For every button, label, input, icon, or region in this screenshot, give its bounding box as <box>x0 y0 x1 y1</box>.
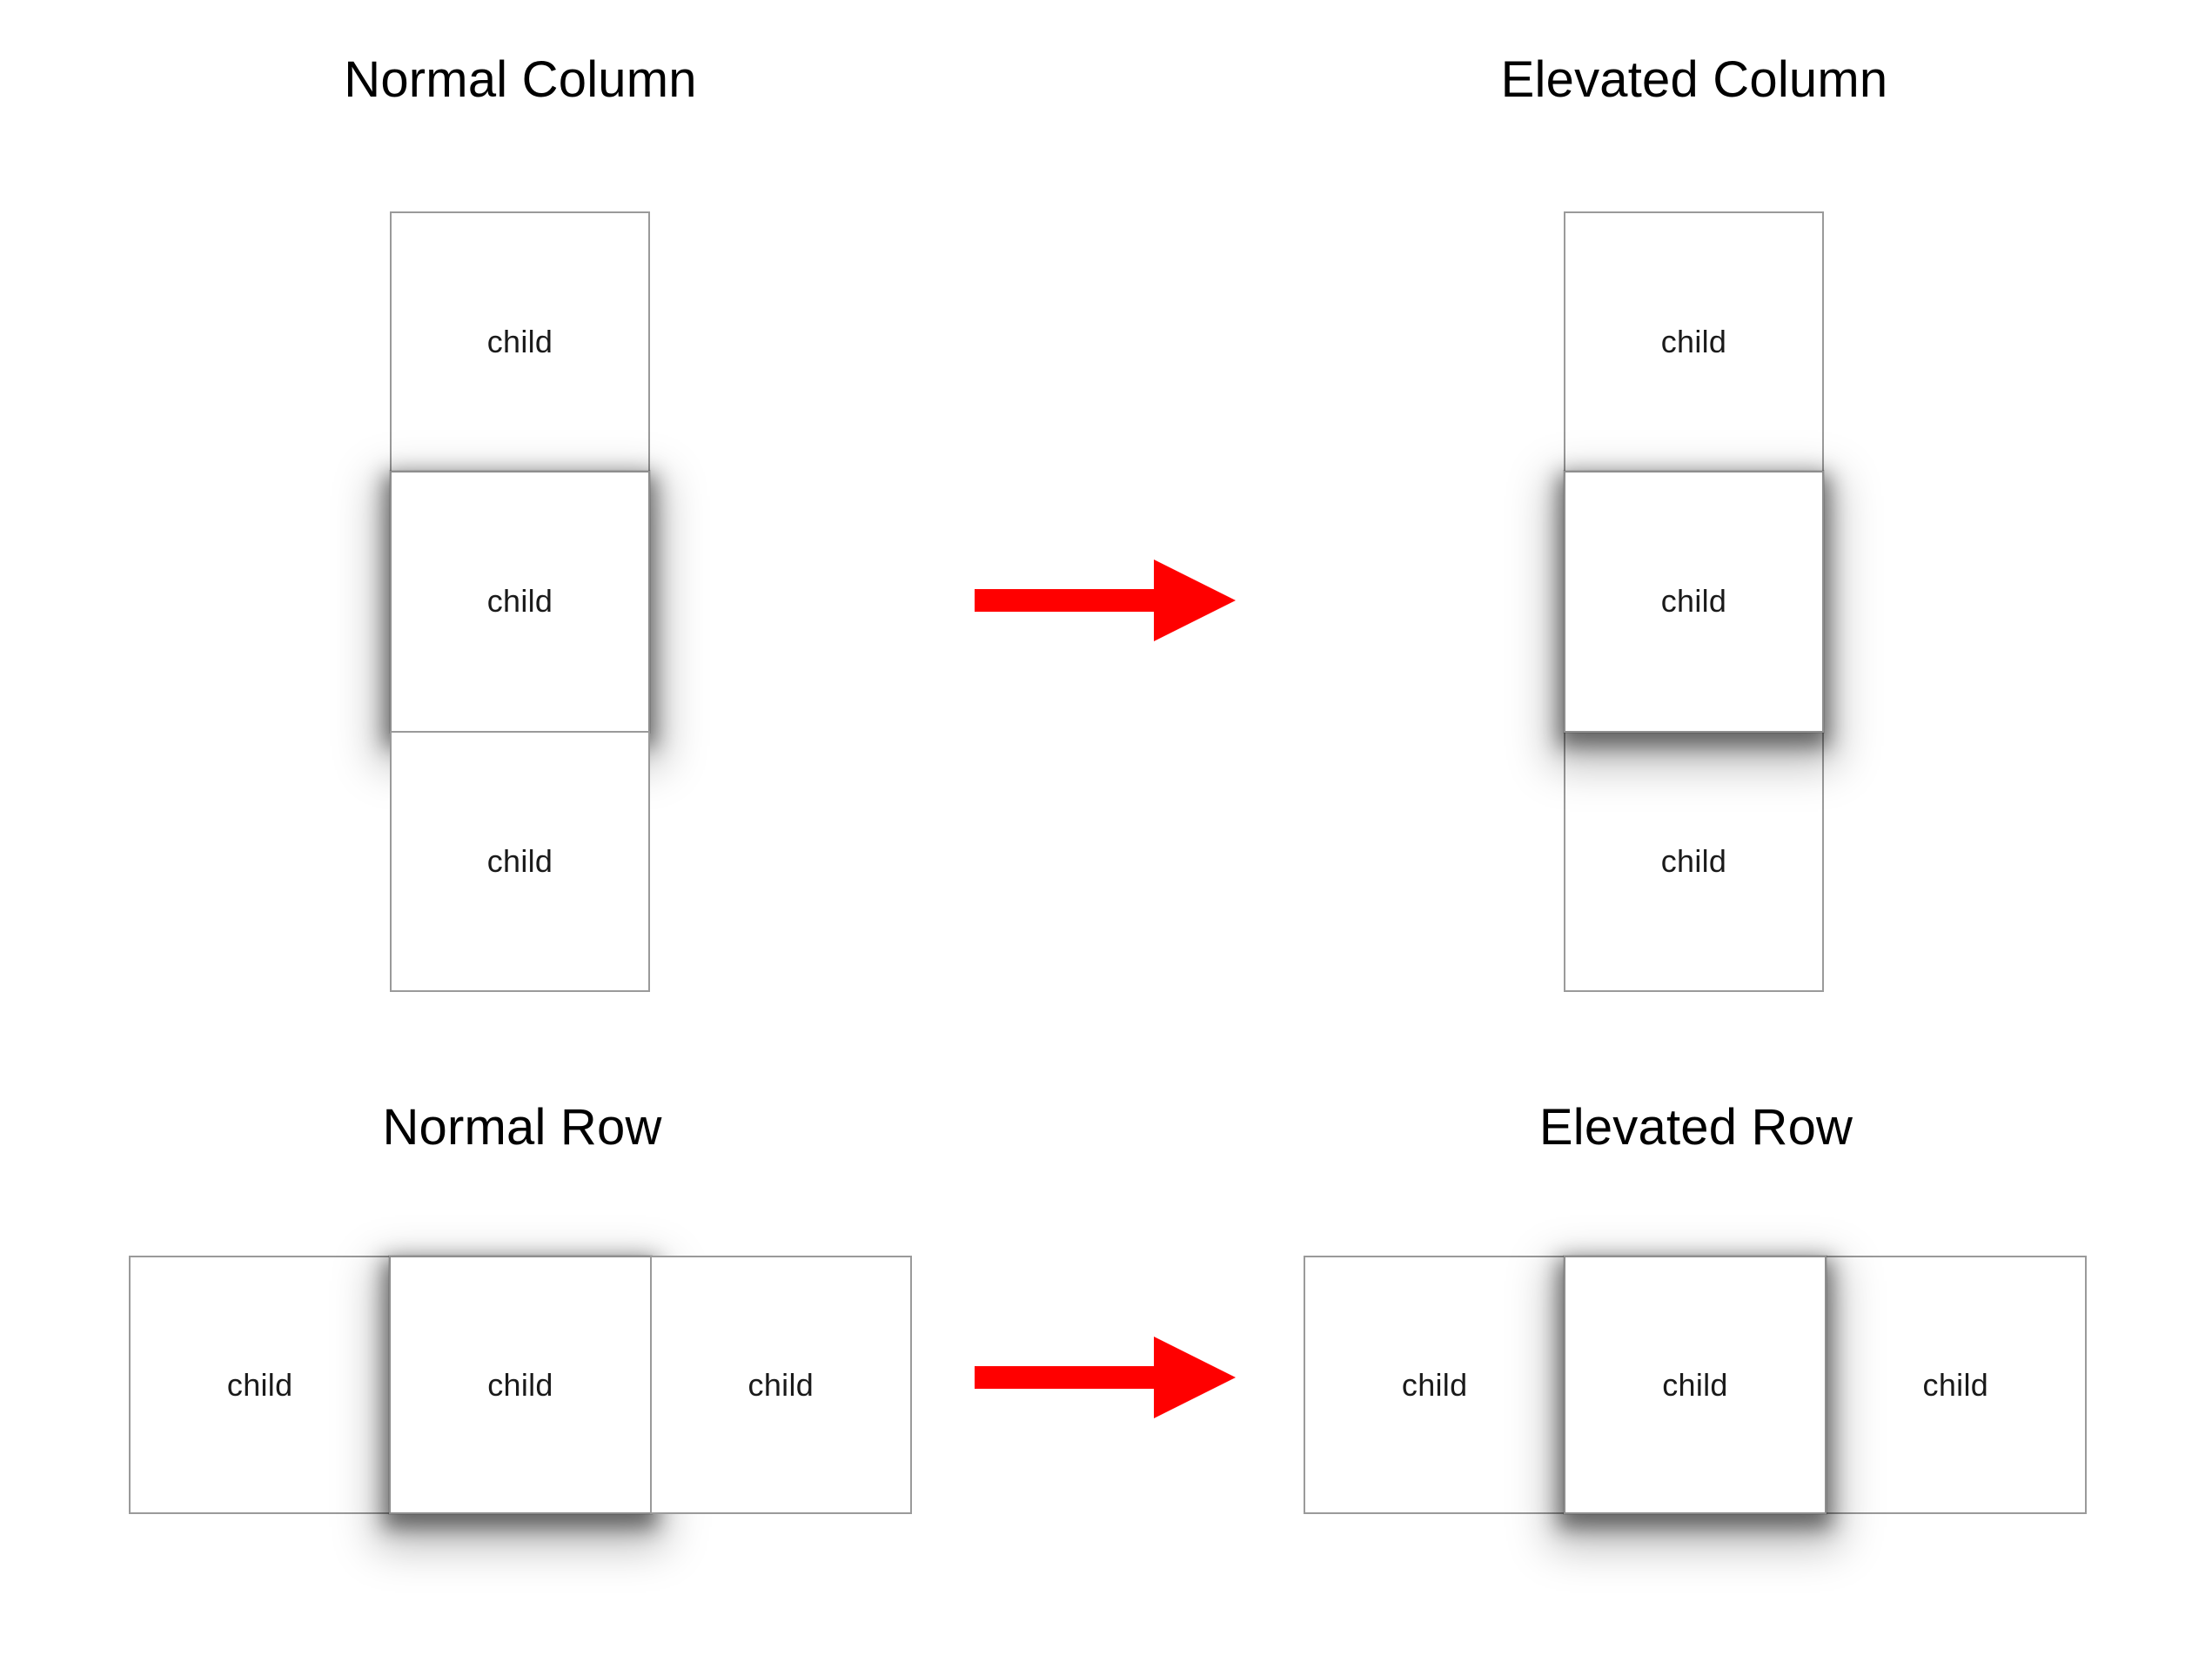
child-box: child <box>1824 1256 2087 1514</box>
panel-title-elevated-column: Elevated Column <box>1500 51 1888 108</box>
child-box-elevated: child <box>390 471 650 733</box>
child-box-elevated: child <box>389 1256 652 1514</box>
child-box: child <box>1304 1256 1566 1514</box>
child-box: child <box>1564 730 1824 992</box>
child-box-label: child <box>486 583 553 620</box>
child-box-elevated: child <box>1564 1256 1827 1514</box>
group-elevated-column: child child child <box>1564 211 1824 992</box>
panel-title-normal-column: Normal Column <box>344 51 697 108</box>
child-box-label: child <box>1660 583 1727 620</box>
child-box-label: child <box>486 842 553 879</box>
arrow-head <box>1154 1337 1236 1418</box>
panel-title-elevated-row: Elevated Row <box>1538 1099 1853 1156</box>
child-box-label: child <box>1660 842 1727 879</box>
child-box-label: child <box>1660 324 1727 360</box>
child-box-label: child <box>1401 1366 1468 1403</box>
child-box-label: child <box>486 324 553 360</box>
child-box: child <box>1564 211 1824 473</box>
group-normal-row: child child child <box>129 1256 912 1514</box>
child-box: child <box>649 1256 912 1514</box>
arrow-shaft <box>975 589 1157 612</box>
arrow-shaft <box>975 1366 1157 1389</box>
child-box-label: child <box>226 1366 293 1403</box>
child-box: child <box>390 730 650 992</box>
group-normal-column: child child child <box>390 211 650 992</box>
child-box-label: child <box>747 1366 814 1403</box>
group-elevated-row: child child child <box>1304 1256 2087 1514</box>
child-box: child <box>129 1256 392 1514</box>
child-box-label: child <box>487 1366 553 1403</box>
child-box-label: child <box>1922 1366 1989 1403</box>
panel-title-normal-row: Normal Row <box>382 1099 662 1156</box>
arrow-head <box>1154 560 1236 641</box>
child-box-label: child <box>1662 1366 1728 1403</box>
child-box-elevated: child <box>1564 471 1824 733</box>
child-box: child <box>390 211 650 473</box>
